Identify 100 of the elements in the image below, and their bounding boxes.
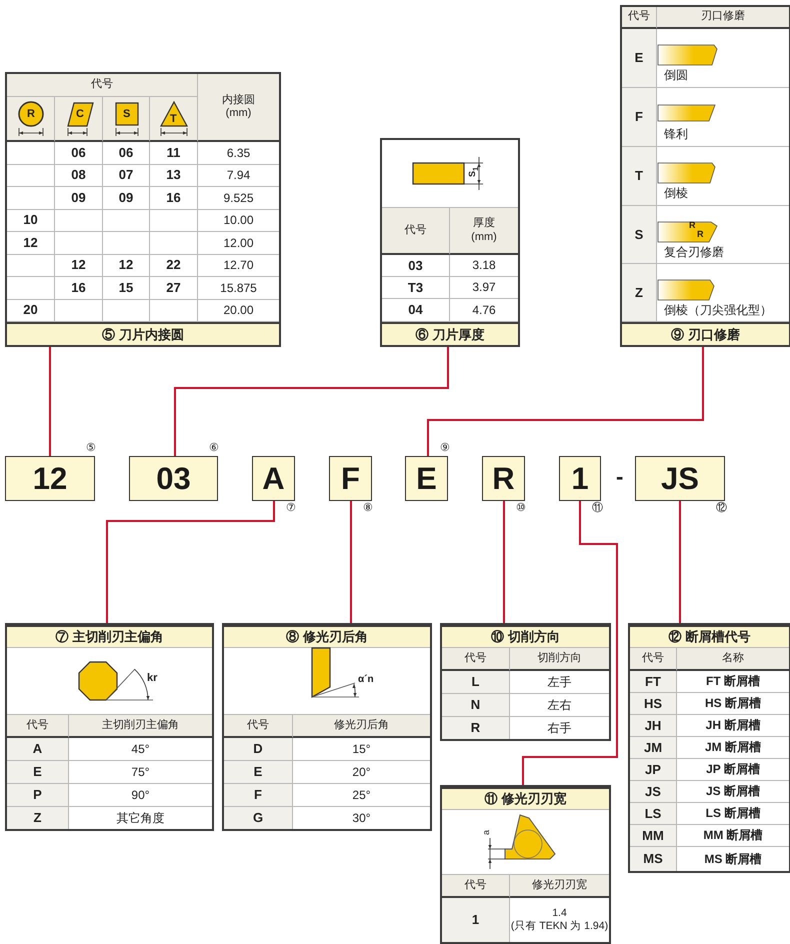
code-box: 1 (559, 456, 601, 501)
profile-label: 倒棱（刀尖强化型） (664, 304, 772, 316)
dimension-label: a (482, 830, 491, 835)
caption-band: ⑩ 切削方向 (442, 625, 609, 648)
table-cell: 09 (55, 187, 103, 210)
header-cell: 代号 (630, 648, 677, 671)
header-cell: 切削方向 (510, 648, 609, 671)
table-cell: JH (630, 715, 677, 737)
connector-line (49, 347, 51, 456)
code-box: 03 (129, 456, 218, 501)
table-cell: 16 (55, 277, 103, 300)
profile-label: 倒棱 (664, 187, 688, 199)
header-cell: 刃口修磨 (657, 7, 789, 29)
header-cell: 代号 (442, 875, 510, 898)
code-box: JS (635, 456, 725, 501)
table-cell: 12 (7, 232, 55, 254)
table-cell: N (442, 694, 510, 717)
angle-label: α´n (358, 675, 374, 685)
table-cell: E (7, 761, 69, 784)
circled-number: ⑤ (86, 443, 96, 454)
table-cell: E (622, 29, 657, 88)
header-cell: 修光刃刃宽 (510, 875, 609, 898)
connector-line (427, 347, 704, 456)
table-cell: MM (630, 825, 677, 847)
header-cell: 代号 (7, 715, 69, 738)
table-cell: 1 (442, 898, 510, 942)
table-cell: L (442, 671, 510, 694)
angle-label: kr (147, 673, 158, 684)
table-cell: T3 (382, 277, 450, 299)
table-cell: P (7, 784, 69, 807)
table-cell: 08 (55, 164, 103, 187)
table-cell: 22 (150, 254, 198, 277)
caption-band: ⑥ 刀片厚度 (382, 322, 518, 345)
table-cell: 15 (103, 277, 150, 300)
connector-line (503, 501, 505, 623)
table-cell: 06 (55, 142, 103, 164)
table-cell: A (7, 738, 69, 761)
caption-band: ⑤ 刀片内接圆 (7, 322, 279, 345)
table-cell: 16 (150, 187, 198, 210)
header-cell: 主切削刃主偏角 (69, 715, 212, 738)
table-cell: F (224, 784, 293, 807)
table-cell: 12 (55, 254, 103, 277)
header-cell: 厚度 (mm) (450, 208, 518, 255)
profile-label: 复合刃修磨 (664, 246, 724, 258)
header-cell: 内接圆 (mm) (198, 74, 279, 142)
table-panel (628, 623, 790, 873)
table-cell: JP (630, 759, 677, 781)
connector-line (522, 501, 618, 785)
code-box: R (482, 456, 525, 501)
table-cell: 13 (150, 164, 198, 187)
table-cell: 10.00 (198, 210, 279, 232)
header-cell: 代号 (622, 7, 657, 29)
caption-band: ⑫ 断屑槽代号 (630, 625, 789, 648)
profile-label: R (689, 221, 696, 230)
caption-band: ⑨ 刃口修磨 (622, 322, 789, 345)
table-cell: T (622, 147, 657, 206)
table-cell: 06 (103, 142, 150, 164)
table-cell: Z (7, 807, 69, 829)
table-cell: HS (630, 693, 677, 715)
table-cell: 20.00 (198, 300, 279, 322)
code-box: A (252, 456, 295, 501)
table-cell: 7.94 (198, 164, 279, 187)
code-box: 12 (5, 456, 95, 501)
table-cell: 09 (103, 187, 150, 210)
header-cell: 代号 (442, 648, 510, 671)
table-panel (222, 623, 432, 831)
header-cell: 代号 (382, 208, 450, 255)
header-cell: 名称 (677, 648, 789, 671)
table-cell: 27 (150, 277, 198, 300)
shape-letter: C (76, 109, 84, 120)
table-cell: 12.70 (198, 254, 279, 277)
header-cell: 修光刃后角 (293, 715, 430, 738)
circled-number: ⑨ (440, 443, 450, 454)
table-panel (620, 5, 790, 347)
table-cell: E (224, 761, 293, 784)
circled-number: ⑦ (286, 503, 296, 514)
table-cell: FT (630, 671, 677, 693)
table-panel (440, 785, 611, 944)
shape-letter: T (170, 114, 177, 125)
code-box: F (329, 456, 372, 501)
table-cell: 10 (7, 210, 55, 232)
header-cell: 代号 (7, 74, 198, 97)
caption-band: ⑦ 主切削刃主偏角 (7, 625, 212, 648)
table-cell: 12 (103, 254, 150, 277)
table-cell: 04 (382, 299, 450, 322)
table-cell: D (224, 738, 293, 761)
connector-line (350, 501, 352, 623)
table-cell: 07 (103, 164, 150, 187)
table-cell: MS (630, 847, 677, 871)
profile-label: R (697, 230, 704, 239)
profile-label: 倒圆 (664, 69, 688, 81)
circled-number: ⑧ (363, 503, 373, 514)
circled-number: ⑩ (516, 503, 526, 514)
header-cell: 代号 (224, 715, 293, 738)
shape-letter: S (123, 109, 130, 120)
table-cell: LS (630, 803, 677, 825)
connector-line (106, 501, 275, 623)
table-panel (5, 623, 214, 831)
connector-line (174, 347, 449, 456)
circled-number: ⑫ (716, 503, 727, 514)
